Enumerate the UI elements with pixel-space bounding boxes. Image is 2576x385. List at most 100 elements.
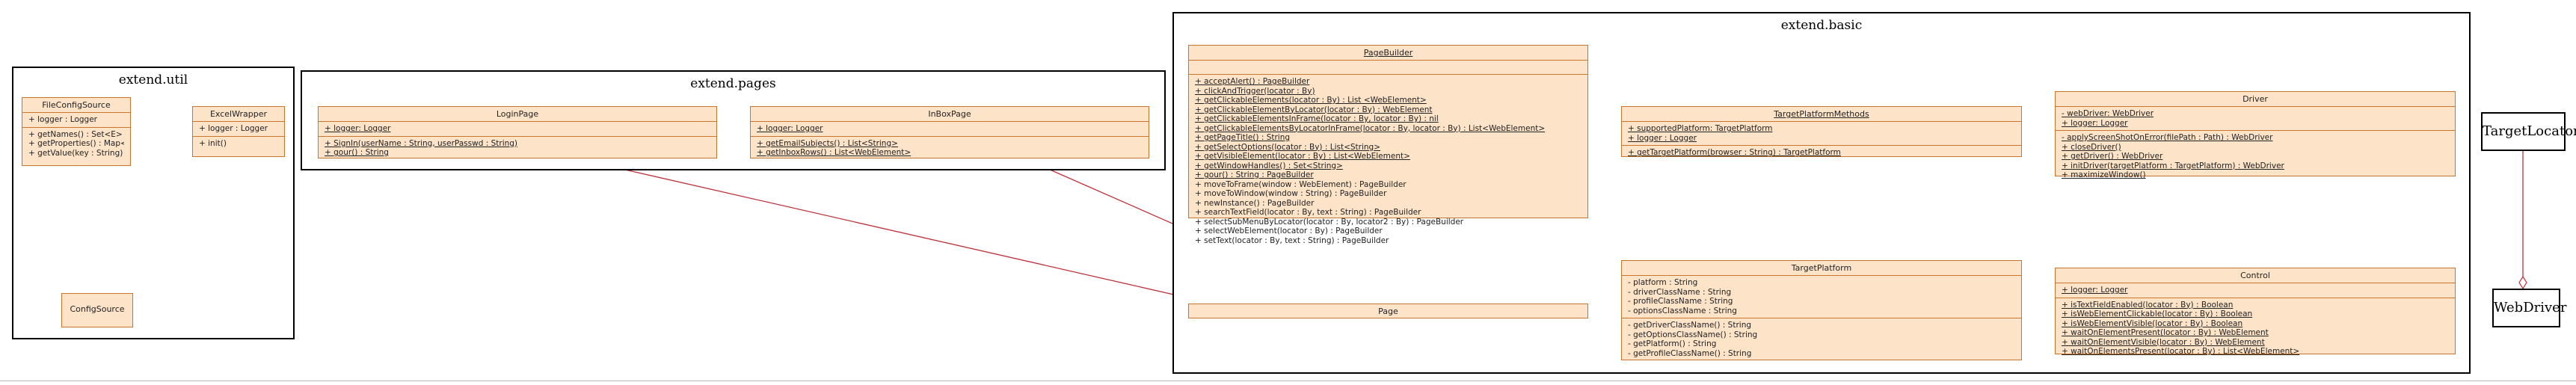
class-driver[interactable]: Driver - webDriver: WebDriver + logger: …	[2055, 91, 2456, 179]
node-label: TargetLocator	[2483, 123, 2576, 139]
method: + clickAndTrigger(locator : By)	[1195, 86, 1315, 96]
method: + setText(locator : By, text : String) :…	[1195, 235, 1389, 245]
class-methods: - getDriverClassName() : String - getOpt…	[1622, 318, 2021, 360]
class-config-source[interactable]: ConfigSource	[61, 293, 133, 327]
class-methods: + SignIn(userName : String, userPasswd :…	[319, 137, 716, 160]
method: + newInstance() : PageBuilder	[1195, 198, 1315, 208]
method: + waitOnElementPresent(locator : By) : W…	[2062, 328, 2269, 337]
class-name: Driver	[2056, 92, 2455, 107]
method: + maximizeWindow()	[2062, 170, 2146, 179]
class-name: TargetPlatformMethods	[1622, 107, 2021, 122]
class-methods: + getEmailSubjects() : List<String> + ge…	[751, 137, 1149, 160]
relation-loginpage-to-page	[575, 158, 1187, 298]
class-name: Control	[2056, 268, 2455, 283]
method: - getPlatform() : String	[1628, 339, 1717, 348]
method: + gour() : String : PageBuilder	[1195, 170, 1314, 179]
class-attributes: + logger : Logger	[193, 122, 284, 137]
method: + searchTextField(locator : By, text : S…	[1195, 208, 1421, 217]
method: - getDriverClassName() : String	[1628, 321, 1752, 330]
method: - getProfileClassName() : String	[1628, 348, 1752, 358]
method: - getOptionsClassName() : String	[1628, 330, 1758, 339]
method: + initDriver(targetPlatform : TargetPlat…	[2062, 161, 2284, 170]
attribute: + logger: Logger	[2062, 286, 2128, 295]
method: + isWebElementVisible(locator : By) : Bo…	[2062, 318, 2243, 328]
class-methods: + getNames() : Set<E> + getProperties() …	[22, 128, 130, 161]
method: + getVisibleElement(locator : By) : List…	[1195, 152, 1410, 161]
method: + getTargetPlatform(browser : String) : …	[1628, 148, 1841, 157]
class-page[interactable]: Page	[1188, 304, 1588, 318]
method: + moveToWindow(window : String) : PageBu…	[1195, 189, 1387, 198]
method: + selectSubMenuByLocator(locator : By, l…	[1195, 217, 1464, 227]
attribute: - driverClassName : String	[1628, 287, 1732, 297]
attribute: + logger : Logger	[1628, 133, 1697, 143]
method: + getClickableElementsByLocatorInFrame(l…	[1195, 123, 1546, 133]
method: + getSelectOptions(locator : By) : List<…	[1195, 142, 1381, 152]
method: + waitOnElementsPresent(locator : By) : …	[2062, 347, 2300, 356]
package-title: extend.basic	[1780, 18, 1863, 33]
class-name: LoginPage	[319, 107, 716, 122]
class-attributes: + logger: Logger	[2056, 283, 2455, 298]
class-attributes: - webDriver: WebDriver + logger: Logger	[2056, 107, 2455, 131]
method: + init()	[199, 138, 227, 148]
class-methods: + isTextFieldEnabled(locator : By) : Boo…	[2056, 298, 2455, 359]
package-title: extend.pages	[690, 76, 776, 91]
attribute: + supportedPlatform: TargetPlatform	[1628, 124, 1773, 133]
class-name: ExcelWrapper	[193, 107, 284, 122]
method: + gour() : String	[325, 148, 389, 157]
class-excel-wrapper[interactable]: ExcelWrapper + logger : Logger + init()	[192, 106, 285, 157]
class-name: Page	[1378, 307, 1398, 316]
method: + getWindowHandles() : Set<String>	[1195, 161, 1343, 170]
method: + acceptAlert() : PageBuilder	[1195, 77, 1310, 86]
class-file-config-source[interactable]: FileConfigSource + logger : Logger + get…	[22, 97, 131, 166]
attribute: + logger : Logger	[199, 124, 268, 133]
class-methods: + acceptAlert() : PageBuilder + clickAnd…	[1189, 75, 1587, 247]
method: + getProperties() : Map<K, V>	[28, 139, 124, 148]
method: + selectWebElement(locator : By) : PageB…	[1195, 227, 1383, 235]
method: + moveToFrame(window : WebElement) : Pag…	[1195, 179, 1407, 189]
class-attributes: + logger : Logger	[22, 113, 130, 128]
method: + getEmailSubjects() : List<String>	[757, 138, 898, 148]
method: + isWebElementClickable(locator : By) : …	[2062, 309, 2253, 318]
class-methods: - applyScreenShotOnError(filePath : Path…	[2056, 131, 2455, 182]
class-name: PageBuilder	[1189, 46, 1587, 61]
node-web-driver[interactable]: WebDriver	[2492, 289, 2566, 327]
attribute: + logger: Logger	[325, 124, 391, 133]
method: + getNames() : Set<E>	[28, 129, 123, 139]
class-inbox-page[interactable]: InBoxPage + logger: Logger + getEmailSub…	[750, 106, 1149, 158]
node-target-locator[interactable]: TargetLocator	[2481, 112, 2576, 151]
class-name: FileConfigSource	[22, 98, 130, 113]
class-methods: + init()	[193, 137, 284, 151]
method: + getClickableElements(locator : By) : L…	[1195, 96, 1427, 105]
method: + isTextFieldEnabled(locator : By) : Boo…	[2062, 300, 2234, 309]
method: + getClickableElementsInFrame(locator : …	[1195, 114, 1439, 123]
class-name: InBoxPage	[751, 107, 1149, 122]
method: - applyScreenShotOnError(filePath : Path…	[2062, 133, 2273, 142]
class-target-platform-methods[interactable]: TargetPlatformMethods + supportedPlatfor…	[1621, 106, 2022, 157]
class-target-platform[interactable]: TargetPlatform - platform : String - dri…	[1621, 260, 2022, 360]
class-attributes: + logger: Logger	[319, 122, 716, 137]
attribute: + logger: Logger	[757, 124, 823, 133]
attribute: - platform : String	[1628, 278, 1698, 287]
attribute: + logger : Logger	[28, 115, 97, 124]
class-login-page[interactable]: LoginPage + logger: Logger + SignIn(user…	[318, 106, 717, 158]
class-methods: + getTargetPlatform(browser : String) : …	[1622, 146, 2021, 160]
method: + getValue(key : String) : String	[28, 148, 124, 158]
class-attributes: + logger: Logger	[751, 122, 1149, 137]
node-label: WebDriver	[2494, 300, 2567, 315]
class-page-builder[interactable]: PageBuilder + acceptAlert() : PageBuilde…	[1188, 45, 1588, 245]
class-control[interactable]: Control + logger: Logger + isTextFieldEn…	[2055, 268, 2456, 356]
class-attributes: - platform : String - driverClassName : …	[1622, 276, 2021, 318]
method: + closeDriver()	[2062, 142, 2121, 152]
class-attributes: + supportedPlatform: TargetPlatform + lo…	[1622, 122, 2021, 146]
attribute: - profileClassName : String	[1628, 297, 1733, 306]
package-title: extend.util	[118, 73, 188, 87]
method: + getInboxRows() : List<WebElement>	[757, 148, 912, 157]
method: + getClickableElementByLocator(locator :…	[1195, 105, 1433, 114]
attribute: - optionsClassName : String	[1628, 306, 1737, 315]
aggregation-diamond	[2518, 275, 2527, 290]
method: + getDriver() : WebDriver	[2062, 152, 2163, 161]
attribute: - webDriver: WebDriver	[2062, 109, 2154, 118]
attribute: + logger: Logger	[2062, 118, 2128, 128]
method: + waitOnElementVisible(locator : By) : W…	[2062, 337, 2265, 347]
class-name: TargetPlatform	[1622, 261, 2021, 276]
